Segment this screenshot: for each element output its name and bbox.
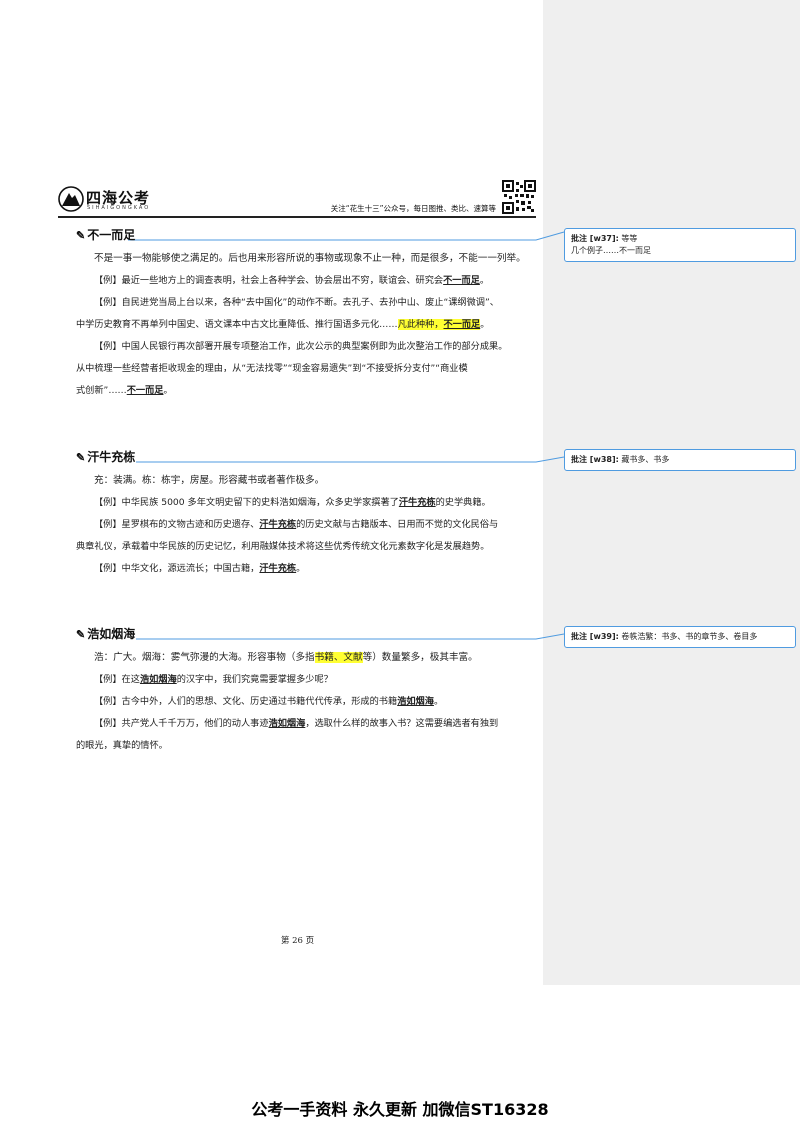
- example-text: 的历史文献与古籍版本、日用而不觉的文化民俗与: [296, 519, 499, 530]
- example-text: 【例】在这: [94, 674, 140, 685]
- example-2-line-2: 典章礼仪，承载着中华民族的历史记忆，利用融媒体技术将这些优秀传统文化元素数字化是…: [76, 536, 542, 558]
- example-text: 典章礼仪，承载着中华民族的历史记忆，利用融媒体技术将这些优秀传统文化元素数字化是…: [76, 541, 490, 552]
- example-text: 的史学典籍。: [435, 497, 491, 508]
- example-text: 【例】中国人民银行再次部署开展专项整治工作，此次公示的典型案例即为此次整治工作的…: [94, 341, 508, 352]
- comment-text: 藏书多、书多: [621, 455, 670, 464]
- comment-w38[interactable]: 批注 [w38]: 藏书多、书多: [564, 449, 796, 471]
- comment-text: 卷帙浩繁：书多、书的章节多、卷目多: [621, 632, 758, 641]
- logo-subtitle: SIHAIGONGKAO: [87, 205, 151, 211]
- keyword: 浩如烟海: [139, 674, 177, 685]
- comment-label: 批注 [w38]:: [571, 455, 619, 464]
- example-text: 【例】最近一些地方上的调查表明，社会上各种学会、协会层出不穷，联谊会、研究会: [94, 275, 444, 286]
- heading-text: 汗牛充栋: [87, 450, 136, 464]
- qr-code-icon: [502, 180, 536, 214]
- comment-label: 批注 [w37]:: [571, 234, 619, 243]
- example-text: 【例】共产党人千千万万，他们的动人事迹: [94, 718, 269, 729]
- comment-connector-1: [128, 231, 565, 241]
- header-divider: [58, 216, 536, 218]
- example-text: 【例】自民进党当局上台以来，各种“去中国化”的动作不断。去孔子、去孙中山、废止“…: [94, 297, 499, 308]
- definition-text: 充：装满。栋：栋宇，房屋。形容藏书或者著作极多。: [94, 475, 325, 486]
- definition-text: 等）数量繁多，极其丰富。: [362, 652, 478, 663]
- comment-w39[interactable]: 批注 [w39]: 卷帙浩繁：书多、书的章节多、卷目多: [564, 626, 796, 648]
- example-text: 从中梳理一些经营者拒收现金的理由，从“无法找零”“现金容易遗失”到“不接受拆分支…: [76, 363, 468, 374]
- example-3-line-1: 【例】共产党人千千万万，他们的动人事迹浩如烟海，选取什么样的故事入书？这需要编选…: [76, 713, 560, 735]
- example-3: 【例】中华文化，源远流长；中国古籍，汗牛充栋。: [76, 558, 560, 580]
- example-3-line-3: 式创新”……不一而足。: [76, 380, 542, 402]
- comment-text: 几个例子……不一而足: [571, 246, 651, 255]
- keyword: 浩如烟海: [268, 718, 306, 729]
- example-1: 【例】在这浩如烟海的汉字中，我们究竟需要掌握多少呢？: [76, 669, 560, 691]
- keyword: 不一而足: [443, 319, 481, 330]
- example-2: 【例】古今中外，人们的思想、文化、历史通过书籍代代传承，形成的书籍浩如烟海。: [76, 691, 560, 713]
- highlighted-text: 书籍、文献: [314, 652, 363, 663]
- footer-banner: 公考一手资料 永久更新 加微信ST16328: [251, 1100, 549, 1119]
- header-slogan: 关注“花生十三”公众号，每日图推、类比、速算等: [330, 204, 496, 213]
- heading-text: 浩如烟海: [87, 627, 136, 641]
- highlight-text: 凡此种种，: [397, 319, 444, 330]
- comment-connector-2: [136, 456, 565, 463]
- example-text: ，选取什么样的故事入书？这需要编选者有独到: [305, 718, 499, 729]
- comment-pane: [543, 0, 800, 985]
- example-text: 。: [479, 275, 490, 286]
- logo-text: 四海公考: [86, 189, 151, 207]
- example-text: 【例】中华文化，源远流长；中国古籍，: [94, 563, 260, 574]
- example-1: 【例】中华民族 5000 多年文明史留下的史料浩如烟海，众多史学家撰著了汗牛充栋…: [76, 492, 560, 514]
- example-text: 的眼光，真挚的情怀。: [76, 740, 168, 751]
- definition: 浩：广大。烟海：雾气弥漫的大海。形容事物（多指书籍、文献等）数量繁多，极其丰富。: [76, 647, 560, 669]
- section-heading: ✎不一而足: [76, 226, 135, 243]
- example-text: 【例】中华民族 5000 多年文明史留下的史料浩如烟海，众多史学家撰著了: [94, 497, 399, 508]
- keyword: 浩如烟海: [397, 696, 434, 707]
- example-3-line-2: 的眼光，真挚的情怀。: [76, 735, 542, 757]
- section-heading: ✎汗牛充栋: [76, 448, 135, 465]
- logo-mountain-icon: [58, 186, 84, 212]
- comment-label: 批注 [w39]:: [571, 632, 619, 641]
- definition: 不是一事一物能够使之满足的。后也用来形容所说的事物或现象不止一种，而是很多，不能…: [76, 248, 560, 270]
- example-3-line-2: 从中梳理一些经营者拒收现金的理由，从“无法找零”“现金容易遗失”到“不接受拆分支…: [76, 358, 542, 380]
- keyword: 汗牛充栋: [259, 563, 297, 574]
- heading-text: 不一而足: [87, 228, 136, 242]
- keyword: 汗牛充栋: [398, 497, 436, 508]
- example-text: 中学历史教育不再单列中国史、语文课本中古文比重降低、推行国语多元化……: [76, 319, 398, 330]
- pencil-icon: ✎: [76, 628, 86, 641]
- keyword: 汗牛充栋: [259, 519, 297, 530]
- definition: 充：装满。栋：栋宇，房屋。形容藏书或者著作极多。: [76, 470, 560, 492]
- definition-text: 不是一事一物能够使之满足的。后也用来形容所说的事物或现象不止一种，而是很多，不能…: [94, 253, 526, 264]
- page-number: 第 26 页: [280, 936, 315, 946]
- example-text: 。: [163, 385, 173, 396]
- comment-w37[interactable]: 批注 [w37]: 等等 几个例子……不一而足: [564, 228, 796, 262]
- page-header: 四海公考 SIHAIGONGKAO 关注“花生十三”公众号，每日图推、类比、速算…: [58, 180, 536, 216]
- pencil-icon: ✎: [76, 451, 86, 464]
- example-text: 。: [480, 319, 490, 330]
- comment-connector-3: [136, 633, 565, 640]
- example-2-line-1: 【例】自民进党当局上台以来，各种“去中国化”的动作不断。去孔子、去孙中山、废止“…: [76, 292, 560, 314]
- example-text: 。: [296, 563, 306, 574]
- example-2-line-1: 【例】星罗棋布的文物古迹和历史遗存、汗牛充栋的历史文献与古籍版本、日用而不觉的文…: [76, 514, 560, 536]
- highlighted-text: 凡此种种，不一而足: [397, 319, 481, 330]
- definition-text: 浩：广大。烟海：雾气弥漫的大海。形容事物（多指: [94, 652, 315, 663]
- example-text: 。: [433, 696, 444, 707]
- example-text: 【例】星罗棋布的文物古迹和历史遗存、: [94, 519, 260, 530]
- example-text: 的汉字中，我们究竟需要掌握多少呢？: [176, 674, 333, 685]
- example-text: 【例】古今中外，人们的思想、文化、历史通过书籍代代传承，形成的书籍: [94, 696, 398, 707]
- example-2-line-2: 中学历史教育不再单列中国史、语文课本中古文比重降低、推行国语多元化……凡此种种，…: [76, 314, 542, 336]
- pencil-icon: ✎: [76, 229, 86, 242]
- section-heading: ✎浩如烟海: [76, 625, 135, 642]
- logo: 四海公考 SIHAIGONGKAO: [58, 186, 158, 212]
- comment-text: 等等: [621, 234, 638, 243]
- example-3-line-1: 【例】中国人民银行再次部署开展专项整治工作，此次公示的典型案例即为此次整治工作的…: [76, 336, 560, 358]
- keyword: 不一而足: [443, 275, 480, 286]
- example-1: 【例】最近一些地方上的调查表明，社会上各种学会、协会层出不穷，联谊会、研究会不一…: [76, 270, 560, 292]
- keyword: 不一而足: [126, 385, 164, 396]
- example-text: 式创新”……: [76, 385, 127, 396]
